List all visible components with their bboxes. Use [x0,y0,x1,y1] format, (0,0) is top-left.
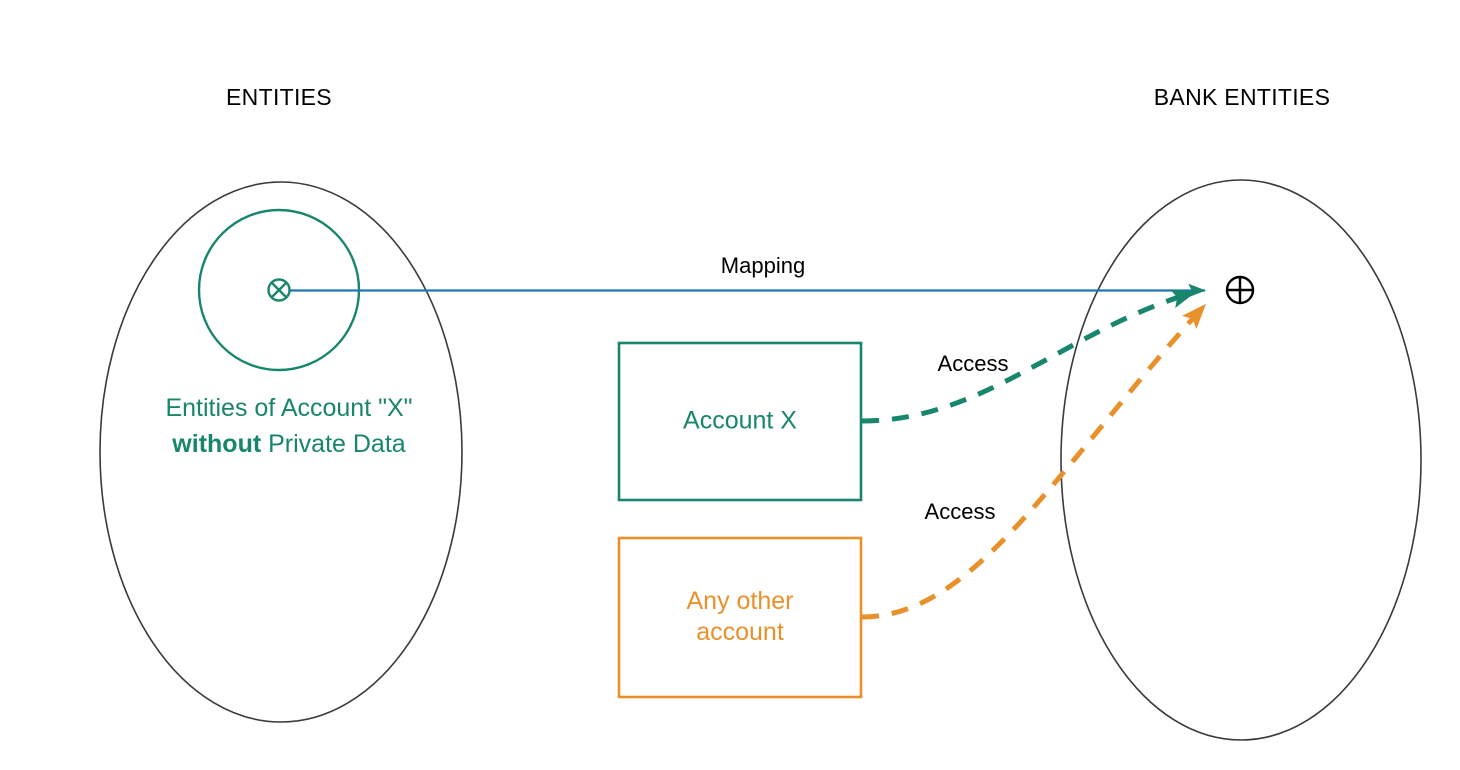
any-other-account-box-label: Any other account [686,586,793,649]
any-other-account-box[interactable] [617,536,863,699]
any-other-account-label-line2: account [696,618,784,646]
entities-caption-without: without [172,430,262,459]
any-other-account-label-line1: Any other [686,586,794,615]
account-x-box-label: Account X [683,406,797,435]
entities-ellipse [99,181,463,723]
entities-caption-private-data: Private Data [261,430,406,459]
entities-header: ENTITIES [226,84,332,110]
bank-entities-ellipse [1060,179,1422,741]
entities-caption-line2: without Private Data [165,426,412,462]
access-any-other-edge [861,303,1207,620]
access-account-x-edge [861,289,1197,424]
circled-plus-icon [1225,275,1255,305]
access-account-x-label: Access [937,351,1009,376]
bank-entities-header: BANK ENTITIES [1153,84,1331,110]
entities-caption-line1: Entities of Account "X" [165,394,413,422]
circled-times-icon [267,278,291,302]
account-x-box[interactable] [617,341,863,502]
mapping-edge-label: Mapping [720,253,806,278]
access-any-other-label: Access [924,499,996,524]
entities-group-caption: Entities of Account "X" without Private … [165,390,412,463]
